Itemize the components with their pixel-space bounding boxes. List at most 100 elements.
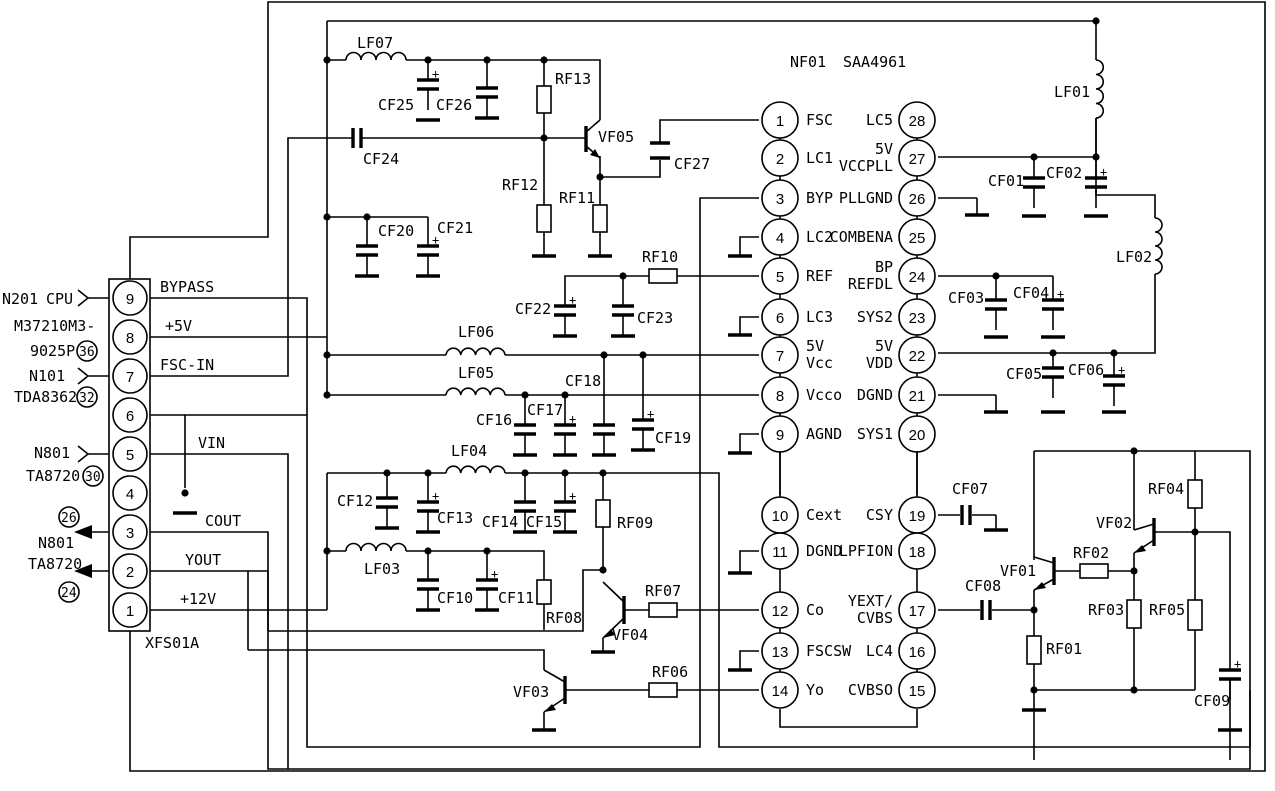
label-rf04: RF04: [1148, 480, 1184, 498]
junction-dot: [1092, 153, 1100, 161]
ic-pin-number: 11: [772, 544, 788, 561]
ic-pin-19: 19 CSY: [866, 496, 936, 534]
junction-dot: [561, 391, 569, 399]
capacitor: +: [417, 233, 439, 276]
junction-dot: [1130, 447, 1138, 455]
ic-pin-number: 13: [772, 644, 789, 661]
ic-pin-number: 9: [776, 427, 784, 444]
inductor-lf04: [445, 465, 506, 474]
junction-dot: [619, 272, 627, 280]
junction-dot: [424, 469, 432, 477]
inductor-lf07: [345, 51, 407, 61]
junction-dot: [383, 469, 391, 477]
ic-pin-name: LC2: [806, 228, 833, 246]
junction-dot: [596, 173, 604, 181]
label-36: 36: [79, 345, 95, 360]
ic-pin-name: LC4: [866, 642, 893, 660]
label-rf07: RF07: [645, 582, 681, 600]
ic-pin-number: 3: [776, 191, 784, 208]
label-vf03: VF03: [513, 683, 549, 701]
ic-pin-name: Co: [806, 601, 824, 619]
resistor-rf04: [1187, 479, 1203, 509]
resistor-rf12: [536, 204, 552, 233]
capacitor: +: [554, 412, 576, 455]
junction-dot: [323, 351, 331, 359]
ic-pin-number: 15: [909, 683, 926, 700]
grounds: [173, 116, 1242, 732]
ic-pin-name: PLLGND: [839, 189, 893, 207]
wires: [129, 1, 1266, 772]
svg-text:+: +: [647, 407, 654, 421]
ic-pin-name: CVBSO: [848, 681, 893, 699]
ic-ref: NF01: [790, 53, 826, 71]
resistor-rf01: [1026, 635, 1042, 665]
resistor-rf02: [1079, 563, 1109, 579]
resistor-rf09: [595, 499, 611, 528]
junction-dot: [1030, 153, 1038, 161]
inductor-lf03: [345, 542, 407, 552]
ic-pin-name: 5V: [875, 140, 893, 158]
ic-pin-number: 14: [772, 683, 789, 700]
ic-pin-number: 18: [909, 544, 926, 561]
label-rf05: RF05: [1149, 601, 1185, 619]
svg-text:+: +: [1057, 287, 1064, 301]
inductor-lf06: [445, 347, 506, 356]
capacitor: +: [1085, 165, 1107, 208]
ic-pin-11: 11 DGND: [761, 532, 842, 570]
ic-pin-name: YEXT/: [848, 592, 893, 610]
ic-pin-number: 5: [776, 269, 784, 286]
label-rf11: RF11: [559, 189, 595, 207]
junction-dot: [1130, 686, 1138, 694]
label-rf10: RF10: [642, 248, 678, 266]
signal-label: +5V: [165, 317, 192, 335]
label-32: 32: [79, 391, 95, 406]
label-cf06: CF06: [1068, 361, 1104, 379]
signal-label: COUT: [205, 512, 241, 530]
transistors: [543, 119, 1156, 730]
ic-pin-name: DGND: [806, 542, 842, 560]
ic-pin-number: 17: [909, 603, 926, 620]
svg-text:+: +: [491, 567, 498, 581]
resistor-rf07: [648, 602, 678, 618]
ic-pin-name: CSY: [866, 506, 893, 524]
label-cf09: CF09: [1194, 692, 1230, 710]
ic-pin-number: 24: [909, 269, 926, 286]
connector-pin-number: 1: [126, 603, 134, 620]
junction-dot: [363, 213, 371, 221]
ic-pin-name: LC3: [806, 308, 833, 326]
ic-pin-number: 6: [776, 310, 784, 327]
label-lf02: LF02: [1116, 248, 1152, 266]
ic-pin-number: 19: [909, 508, 926, 525]
label-9025p: 9025P: [30, 342, 75, 360]
label-lf05: LF05: [458, 364, 494, 382]
label-lf06: LF06: [458, 323, 494, 341]
ic-pin-number: 22: [909, 348, 926, 365]
ic-pin-17: 17 YEXT/CVBS: [848, 591, 936, 629]
capacitor: +: [1103, 363, 1125, 406]
connector-pin-number: 9: [126, 291, 134, 308]
signal-label: YOUT: [185, 551, 221, 569]
label-cf07: CF07: [952, 480, 988, 498]
ic-pin-number: 10: [772, 508, 789, 525]
ic-part: SAA4961: [843, 53, 906, 71]
ic-pin-name-line2: CVBS: [857, 609, 893, 627]
junction-dot: [1130, 567, 1138, 575]
label-cf21: CF21: [437, 219, 473, 237]
svg-text:+: +: [569, 412, 576, 426]
junction-dot: [323, 547, 331, 555]
label-n101: N101: [29, 367, 65, 385]
ic-pin-number: 20: [909, 427, 926, 444]
label-cf01: CF01: [988, 172, 1024, 190]
junction-dot: [483, 547, 491, 555]
